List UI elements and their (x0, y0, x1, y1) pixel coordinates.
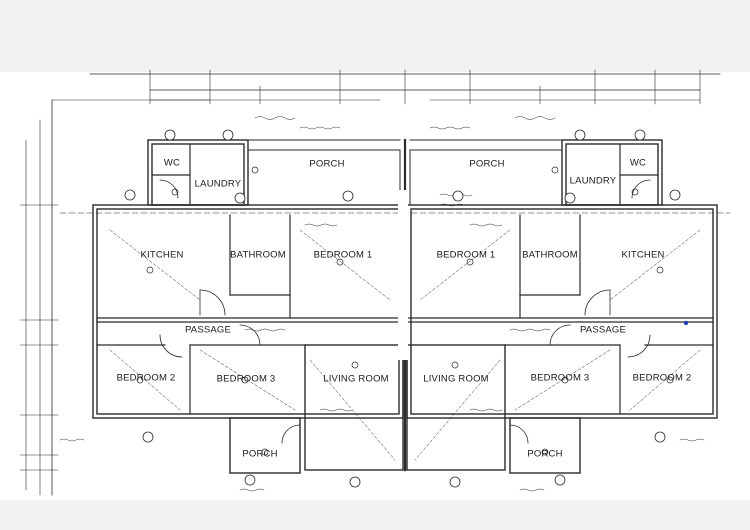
room-label-laundry-right: LAUNDRY (569, 175, 617, 187)
room-label-bedroom1-left: BEDROOM 1 (313, 249, 373, 261)
room-label-passage-left: PASSAGE (184, 324, 232, 336)
interior-walls-right (406, 143, 714, 415)
room-label-bathroom-right: BATHROOM (522, 249, 578, 261)
room-label-porch-bottom-right: PORCH (527, 448, 563, 460)
blue-ink-dot (683, 320, 689, 326)
room-label-bedroom2-left: BEDROOM 2 (116, 372, 176, 384)
door-swings (159, 179, 651, 444)
room-label-living-room-left: LIVING ROOM (323, 373, 389, 385)
room-label-laundry-left: LAUNDRY (194, 178, 242, 190)
room-label-kitchen-right: KITCHEN (621, 249, 665, 261)
annotation-scribbles (59, 116, 705, 492)
light-fixtures (136, 166, 674, 456)
room-label-porch-top-right: PORCH (469, 158, 505, 170)
top-porch-outlines (247, 139, 563, 206)
electrical-runs (109, 229, 701, 461)
room-label-bedroom2-right: BEDROOM 2 (632, 372, 692, 384)
scan-artefact (398, 190, 408, 360)
room-label-porch-top-left: PORCH (309, 158, 345, 170)
room-label-passage-right: PASSAGE (579, 324, 627, 336)
dimension-ticks-top (149, 69, 701, 105)
room-label-wc-left: WC (163, 157, 181, 169)
room-label-porch-bottom-left: PORCH (242, 448, 278, 460)
room-label-kitchen-left: KITCHEN (140, 249, 184, 261)
interior-walls-left (96, 143, 404, 415)
dimension-ticks-left (19, 204, 59, 471)
room-label-bathroom-left: BATHROOM (230, 249, 286, 261)
room-label-wc-right: WC (629, 157, 647, 169)
room-label-bedroom1-right: BEDROOM 1 (436, 249, 496, 261)
room-label-bedroom3-right: BEDROOM 3 (530, 372, 590, 384)
room-label-bedroom3-left: BEDROOM 3 (216, 373, 276, 385)
room-label-living-room-right: LIVING ROOM (423, 373, 489, 385)
grid-reference-markers (124, 129, 681, 488)
